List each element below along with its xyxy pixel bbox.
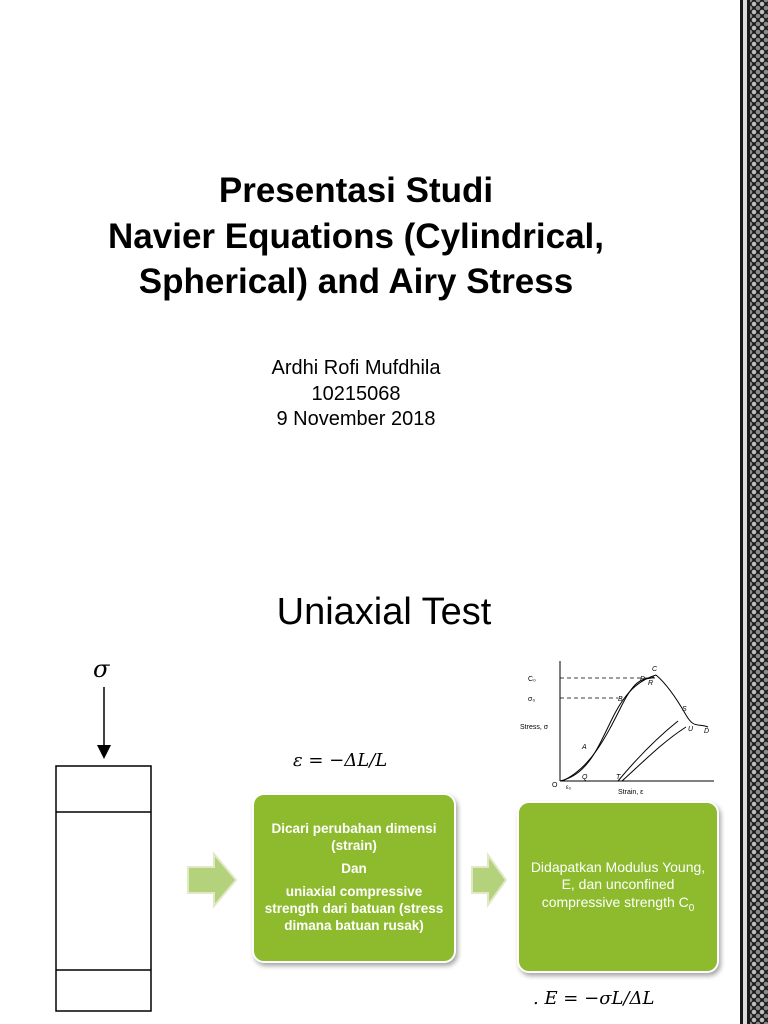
border-bar (743, 0, 747, 1024)
unloading-curve-1 (561, 676, 655, 782)
decorative-border (740, 0, 768, 1024)
x-tick-epsilon0: ε₀ (566, 785, 572, 791)
box1-line-3: uniaxial compressive strength dari batua… (264, 884, 444, 933)
point-a: A (581, 744, 587, 751)
strain-strength-box: Dicari perubahan dimensi (strain) Dan un… (252, 793, 456, 963)
title-line-2: Navier Equations (Cylindrical, (108, 216, 604, 256)
title-line-3: Spherical) and Airy Stress (138, 262, 574, 301)
sample-diagram (55, 687, 508, 1012)
box2-text: Didapatkan Modulus Young, E, dan unconfi… (529, 859, 707, 915)
point-b: B (618, 696, 623, 703)
x-axis-label: Strain, ε (618, 789, 643, 796)
title-line-1: Presentasi Studi (218, 171, 494, 210)
student-id: 10215068 (311, 382, 401, 405)
load-arrow-head (97, 745, 111, 759)
border-pattern (750, 0, 768, 1024)
reloading-curve-2 (621, 726, 687, 782)
slide-title: Uniaxial Test (276, 591, 492, 633)
origin-label: O (552, 782, 558, 789)
rock-sample (55, 765, 152, 1012)
modulus-result-box: Didapatkan Modulus Young, E, dan unconfi… (517, 801, 719, 973)
box1-line-2: Dan (341, 861, 367, 877)
point-u: U (688, 726, 694, 733)
strain-equation: ε = −ΔL/L (293, 750, 388, 771)
slide-subtitle: Ardhi Rofi Mufdhila 10215068 9 November … (0, 356, 712, 433)
point-c: C (652, 666, 658, 673)
modulus-equation: . E = −σL/ΔL (533, 988, 655, 1009)
box2-subscript: 0 (688, 902, 695, 914)
box1-line-1: Dicari perubahan dimensi (strain) (271, 821, 437, 854)
uniaxial-test-slide: Uniaxial Test σ ε = −ΔL/L Dicari perubah… (0, 575, 740, 1024)
sigma-label: σ (93, 655, 110, 683)
box2-main-text: Didapatkan Modulus Young, E, dan unconfi… (530, 858, 706, 910)
point-p: P (640, 676, 645, 683)
author-name: Ardhi Rofi Mufdhila (271, 357, 441, 379)
point-r: R (648, 680, 653, 687)
stress-strain-graph: C₀ σ₀ Stress, σ Strain, ε ε₀ O A B C P R… (520, 661, 714, 796)
point-d: D (704, 728, 709, 735)
y-tick-sigma0: σ₀ (528, 696, 535, 703)
point-q: Q (582, 774, 588, 781)
y-tick-c0: C₀ (528, 676, 536, 683)
point-t: T (616, 774, 621, 781)
process-arrow-1 (187, 851, 238, 909)
loading-curve (559, 674, 657, 782)
point-s: S (682, 706, 687, 713)
y-axis-label: Stress, σ (520, 724, 549, 731)
process-arrow-2 (471, 851, 508, 909)
post-peak-curve (655, 674, 709, 728)
slide-title: Presentasi Studi Navier Equations (Cylin… (0, 168, 712, 305)
presentation-date: 9 November 2018 (276, 408, 436, 431)
reloading-curve (617, 720, 679, 782)
title-slide: Presentasi Studi Navier Equations (Cylin… (0, 168, 712, 433)
